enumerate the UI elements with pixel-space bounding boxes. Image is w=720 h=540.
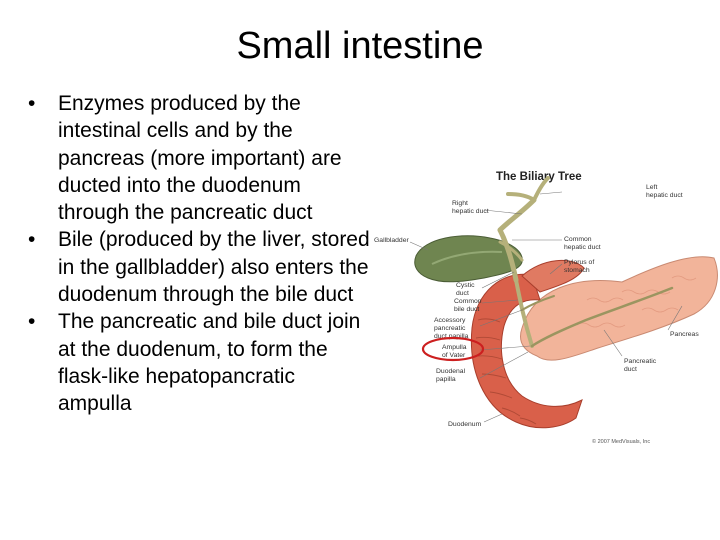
- label-accessory-papilla-1: Accessory: [434, 317, 466, 324]
- biliary-tree-illustration: The Biliary Tree: [374, 171, 718, 445]
- bullet-marker: •: [28, 310, 36, 334]
- label-common-hepatic-duct-2: hepatic duct: [564, 244, 601, 251]
- label-common-bile-duct-2: bile duct: [454, 306, 479, 313]
- bullet-item: • The pancreatic and bile duct join at t…: [28, 308, 373, 417]
- bullet-item: • Enzymes produced by the intestinal cel…: [28, 90, 373, 226]
- bullet-marker: •: [28, 92, 36, 115]
- bullet-marker: •: [28, 228, 36, 252]
- label-accessory-papilla-2: pancreatic: [434, 325, 466, 332]
- label-ampulla-2: of Vater: [442, 352, 466, 359]
- label-pylorus-2: stomach: [564, 267, 590, 274]
- label-cystic-duct-1: Cystic: [456, 282, 475, 289]
- bullet-text: The pancreatic and bile duct join at the…: [58, 310, 361, 416]
- label-left-hepatic-duct-2: hepatic duct: [646, 192, 683, 199]
- figure-title: The Biliary Tree: [496, 171, 582, 183]
- label-left-hepatic-duct-1: Left: [646, 184, 657, 191]
- label-duodenum: Duodenum: [448, 421, 482, 428]
- duodenum-shape: [470, 273, 583, 429]
- slide-title: Small intestine: [236, 25, 484, 67]
- label-cystic-duct-2: duct: [456, 290, 469, 297]
- bullet-text: Bile (produced by the liver, stored in t…: [58, 228, 370, 307]
- label-right-hepatic-duct-2: hepatic duct: [452, 208, 489, 215]
- ampulla-highlight-ring: [421, 336, 485, 362]
- label-ampulla-1: Ampulla: [442, 344, 467, 351]
- label-duodenal-papilla-2: papilla: [436, 376, 456, 383]
- label-common-hepatic-duct-1: Common: [564, 236, 592, 243]
- label-common-bile-duct-1: Common: [454, 298, 482, 305]
- stomach-pylorus-shape: [521, 259, 585, 293]
- label-accessory-papilla-3: duct papilla: [434, 333, 469, 340]
- label-gallbladder: Gallbladder: [374, 237, 409, 244]
- label-pancreas: Pancreas: [670, 331, 699, 338]
- label-right-hepatic-duct-1: Right: [452, 200, 468, 207]
- bullet-item: • Bile (produced by the liver, stored in…: [28, 226, 373, 308]
- duodenum-folds: [475, 318, 537, 425]
- pancreas-lobules: [576, 275, 697, 328]
- bullet-list: • Enzymes produced by the intestinal cel…: [28, 90, 373, 418]
- label-pancreatic-duct-1: Pancreatic: [624, 358, 657, 365]
- biliary-tree-figure: The Biliary Tree: [372, 160, 720, 460]
- figure-copyright: © 2007 MedVisuals, Inc: [592, 438, 650, 445]
- bile-ducts: [497, 176, 674, 348]
- leader-lines: [409, 191, 683, 423]
- label-pylorus-1: Pylorus of: [564, 259, 594, 266]
- label-duodenal-papilla-1: Duodenal: [436, 368, 466, 375]
- bullet-text: Enzymes produced by the intestinal cells…: [58, 92, 342, 225]
- label-pancreatic-duct-2: duct: [624, 366, 637, 373]
- gallbladder-highlight: [431, 250, 503, 265]
